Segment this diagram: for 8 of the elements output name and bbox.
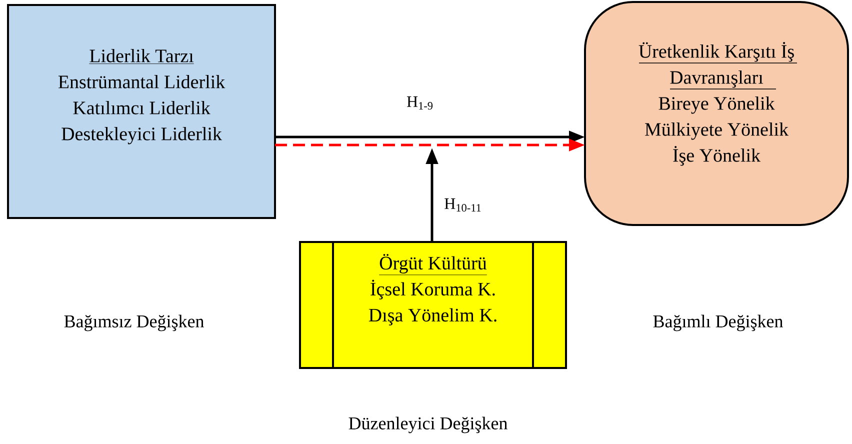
variable-label: Bağımsız Değişken bbox=[64, 314, 204, 332]
process-box: Örgüt Kültürü İçsel Koruma K. Dışa Yönelim K. bbox=[299, 241, 567, 369]
process-box: Liderlik Tarzı Enstrümantal Liderlik Katılımcı Liderlik Destekleyici Liderlik bbox=[7, 4, 276, 219]
variable-label: Bağımlı Değişken bbox=[653, 314, 783, 332]
edge-label: H$_{10-11}$ bbox=[443, 197, 483, 213]
edge-label: H$_{1-9}$ bbox=[406, 95, 434, 111]
variable-label: Düzenleyici Değişken bbox=[348, 416, 508, 434]
rounded-box: Üretkenlik Karşıtı İş Davranışları Bireye Yönelik Mülkiyete Yönelik İşe Yönelik bbox=[584, 1, 849, 226]
